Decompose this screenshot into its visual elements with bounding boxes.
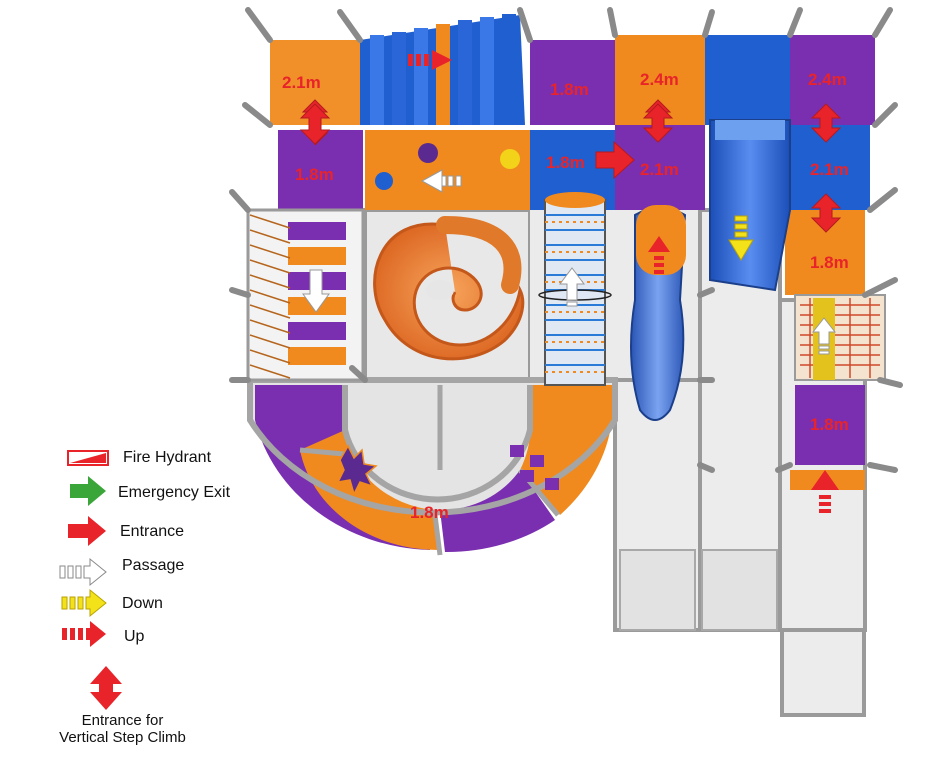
down-arrow xyxy=(728,215,754,261)
height-labels: 2.1m 1.8m 1.8m 2.4m 2.4m 1.8m 2.1m 2.1m … xyxy=(282,70,849,522)
height-label: 1.8m xyxy=(410,503,449,522)
frame-posts xyxy=(229,7,903,473)
legend-fire-hydrant: Fire Hydrant xyxy=(123,449,212,466)
top-stairs xyxy=(360,14,525,125)
curved-deck xyxy=(247,377,618,556)
up-arrow xyxy=(408,50,839,513)
legend-passage: Passage xyxy=(122,557,185,574)
spiral-slide xyxy=(373,216,525,361)
entrance-vertical-arrow xyxy=(299,103,842,233)
tube-slide xyxy=(630,205,687,421)
legend-up: Up xyxy=(124,628,145,645)
entrance-arrow xyxy=(595,140,635,180)
tube-climber xyxy=(538,192,612,386)
up-icon xyxy=(62,621,106,647)
entrance-icon xyxy=(68,516,106,546)
height-label: 2.4m xyxy=(808,70,847,89)
legend-entrance: Entrance xyxy=(120,523,185,540)
height-label: 1.8m xyxy=(546,153,585,172)
wave-slide xyxy=(709,119,791,292)
height-label: 1.8m xyxy=(295,165,334,184)
height-label: 1.8m xyxy=(810,253,849,272)
passage-icon xyxy=(59,557,107,587)
net-climber xyxy=(794,294,886,381)
height-label: 2.4m xyxy=(640,70,679,89)
height-label: 2.1m xyxy=(282,73,321,92)
height-label: 2.1m xyxy=(810,160,849,179)
height-label: 1.8m xyxy=(550,80,589,99)
height-label: 2.1m xyxy=(640,160,679,179)
entrance-vertical-icon xyxy=(90,666,122,710)
legend-entrance-vertical: Entrance for Vertical Step Climb xyxy=(59,712,186,746)
emergency-exit-icon xyxy=(70,476,106,506)
fire-hydrant-icon xyxy=(67,450,109,466)
down-icon xyxy=(61,588,107,618)
activity-balls xyxy=(375,143,520,190)
legend-down: Down xyxy=(122,595,163,612)
height-label: 1.8m xyxy=(810,415,849,434)
passage-arrow xyxy=(302,169,837,355)
legend-symbols xyxy=(59,450,122,710)
legend-emergency-exit: Emergency Exit xyxy=(118,484,231,501)
